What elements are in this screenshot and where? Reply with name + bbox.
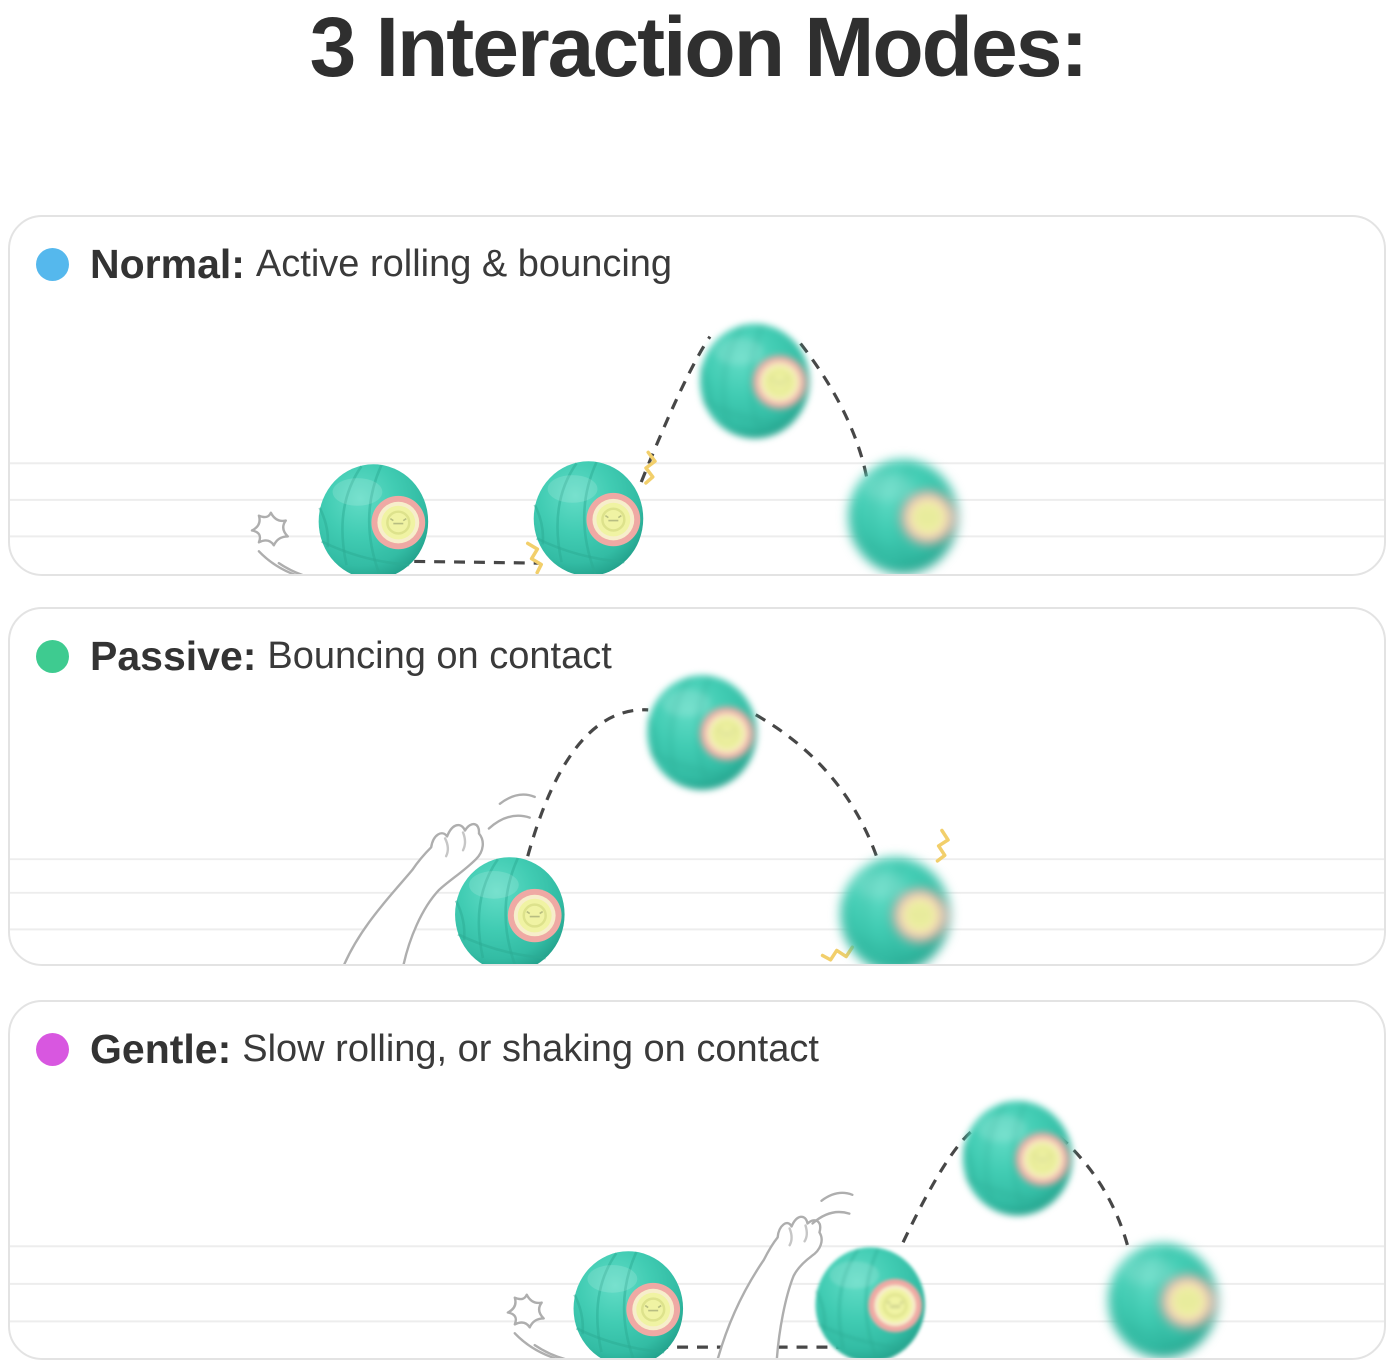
mode-label: Normal: [90,241,245,287]
toy-ball-blurred [839,855,952,964]
trajectory-arc [799,342,869,481]
normal-mode-header: Normal: Active rolling & bouncing [36,241,672,288]
toy-ball [532,459,645,574]
mode-panel-normal: Normal: Active rolling & bouncing [8,215,1386,576]
toy-ball [453,855,566,964]
toy-ball-blurred [645,673,759,792]
toy-ball [814,1245,927,1358]
paw-toe-line [461,831,467,852]
paw-toe-line [788,1227,793,1247]
impact-zigzag-icon [820,945,856,964]
trajectory-arc [901,1128,975,1243]
trajectory-arc [1058,1135,1131,1252]
normal-mode-illustration [10,322,1384,574]
paw-toe-line [443,837,450,858]
impact-zigzag-icon [642,450,658,486]
motion-lines-icon [487,814,531,830]
trajectory-arc [754,713,879,859]
gentle-mode-illustration [10,1099,1384,1358]
toy-ball-blurred [847,457,960,574]
mode-label: Passive: [90,633,257,679]
mode-description: Active rolling & bouncing [255,243,673,285]
toy-ball-blurred [961,1099,1074,1217]
motion-lines-icon [811,1210,851,1225]
toy-ball-blurred [698,322,811,440]
paw-toe-line [803,1224,808,1243]
cat-paw-icon [343,823,484,964]
mode-panel-passive: Passive: Bouncing on contact [8,607,1386,966]
toy-ball-blurred [1106,1241,1220,1358]
normal-mode-dot-icon [36,248,69,281]
impact-zigzag-icon [933,828,952,864]
trajectory-arc [639,335,712,483]
motion-lines-icon [498,793,536,805]
passive-mode-illustration [10,673,1384,964]
cat-paw-icon [716,1215,823,1358]
toy-ball [572,1249,685,1358]
motion-lines-icon [820,1191,854,1202]
trajectory-arc [526,708,649,857]
mode-description: Slow rolling, or shaking on contact [242,1028,819,1070]
trajectory-ground-dashes [394,559,540,565]
page-title: 3 Interaction Modes: [309,0,1089,94]
passive-mode-header: Passive: Bouncing on contact [36,633,612,680]
mode-description: Bouncing on contact [267,635,612,677]
passive-mode-dot-icon [36,640,69,673]
gentle-mode-header: Gentle: Slow rolling, or shaking on cont… [36,1026,819,1073]
mode-label: Gentle: [90,1026,232,1072]
gentle-mode-dot-icon [36,1033,69,1066]
toy-ball [317,462,430,574]
mode-panel-gentle: Gentle: Slow rolling, or shaking on cont… [8,1000,1386,1360]
